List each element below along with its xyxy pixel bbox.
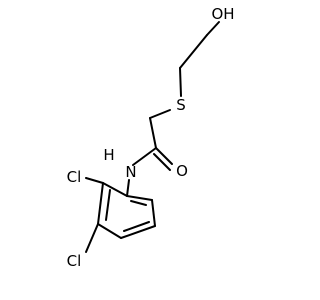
bond-c4-n (132, 147, 157, 166)
atom-hydroxyl-label: OH (211, 5, 234, 23)
bond-n-ring (126, 179, 130, 197)
bonds (85, 21, 220, 253)
atom-labels: OH S O N H Cl Cl (67, 5, 235, 270)
atom-chlorine-ortho-label: Cl (67, 168, 82, 186)
atom-sulfur-label: S (176, 96, 186, 114)
bond-ring-cl-meta (85, 223, 99, 253)
bond-ring-cl-ortho (85, 177, 104, 184)
atom-amide-nitrogen-label: N (125, 163, 136, 181)
atom-amide-hydrogen-label: H (103, 146, 114, 164)
atom-carbonyl-oxygen-label: O (176, 162, 188, 180)
bond-o-c1 (206, 21, 220, 36)
bond-s-c3 (149, 109, 171, 119)
bond-c4-o-a (155, 147, 173, 165)
ring-double-3 (130, 200, 147, 206)
ring-double-2 (123, 221, 150, 232)
bond-c3-c4 (149, 117, 157, 149)
ring-bond-4 (120, 225, 156, 239)
ring-bond-1 (102, 182, 128, 197)
ring-bond-3 (97, 223, 122, 239)
bond-c4-o-b (153, 153, 171, 171)
bond-c1-c2 (179, 34, 208, 69)
bond-c2-s (179, 67, 182, 97)
ring-double-1 (105, 189, 111, 221)
ring-bond-2 (97, 182, 104, 225)
atom-chlorine-meta-label: Cl (67, 252, 82, 270)
molecule-structure: OH S O N H Cl Cl (67, 5, 235, 270)
ring-bond-5 (151, 199, 156, 227)
ring-bond-6 (126, 195, 153, 201)
